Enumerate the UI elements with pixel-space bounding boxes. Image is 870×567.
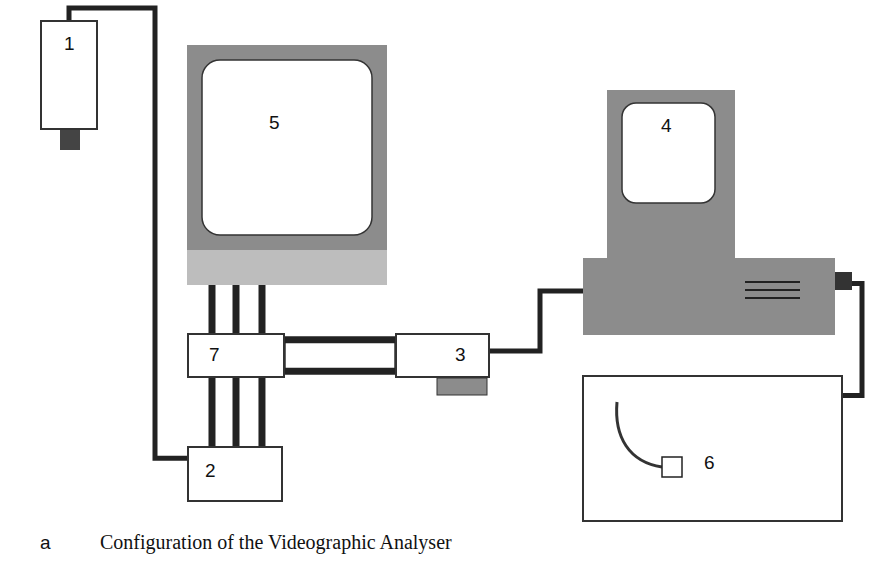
- camera-lens: [60, 130, 80, 150]
- recorder-box: 3: [395, 333, 490, 378]
- monitor-screen: [202, 60, 372, 235]
- drive-slot: [745, 281, 800, 283]
- cable: [285, 368, 395, 375]
- cable: [209, 285, 216, 333]
- computer-monitor: [607, 90, 735, 258]
- callout-number: 1: [64, 34, 75, 55]
- figure-letter: a: [40, 532, 51, 553]
- computer-screen: [622, 103, 715, 203]
- callout-number: 2: [205, 461, 216, 482]
- camera-box: 1: [40, 20, 98, 130]
- node-outline: [189, 448, 285, 504]
- monitor-body: [187, 45, 387, 250]
- figure-caption: Configuration of the Videographic Analys…: [100, 531, 452, 553]
- digitiser-tablet: 6: [582, 375, 843, 522]
- figure-letter: a: [40, 532, 51, 554]
- callout-number: 6: [704, 453, 715, 474]
- callout-number: 7: [209, 345, 220, 366]
- node-outline: [189, 335, 287, 380]
- cable-sleeve: [285, 340, 395, 372]
- text-slot: 1: [64, 34, 75, 55]
- text-slot: 7: [209, 345, 220, 366]
- control-box: 2: [187, 446, 283, 502]
- text-slot: 6: [704, 453, 715, 474]
- cable: [208, 378, 215, 446]
- drive-slot: [745, 297, 800, 299]
- computer-port: [835, 272, 852, 290]
- node-outline: [583, 90, 852, 335]
- computer: 4: [583, 90, 852, 335]
- text-slot: 3: [455, 345, 466, 366]
- cable: [258, 378, 265, 446]
- callout-number: 5: [269, 113, 280, 134]
- video-monitor: 5: [187, 45, 387, 285]
- monitor-base: [187, 250, 387, 285]
- cable: [490, 291, 583, 351]
- computer-base: [583, 258, 835, 335]
- callout-number: 3: [455, 345, 466, 366]
- cursor-cord: [617, 402, 662, 467]
- text-slot: 4: [661, 116, 672, 137]
- node-outline: [584, 377, 845, 524]
- recorder-tab: [437, 378, 487, 395]
- cable: [285, 336, 395, 343]
- cable: [233, 285, 240, 333]
- cable: [233, 378, 240, 446]
- cable: [259, 285, 266, 333]
- switch-box: 7: [187, 333, 285, 378]
- text-slot: 5: [269, 113, 280, 134]
- node-outline: [187, 45, 387, 285]
- text-slot: 2: [205, 461, 216, 482]
- cursor-puck: [662, 457, 682, 477]
- cable: [843, 284, 862, 396]
- drive-slot: [745, 289, 800, 291]
- caption-box: Configuration of the Videographic Analys…: [100, 531, 452, 554]
- callout-number: 4: [661, 116, 672, 137]
- node-outline: [397, 335, 492, 380]
